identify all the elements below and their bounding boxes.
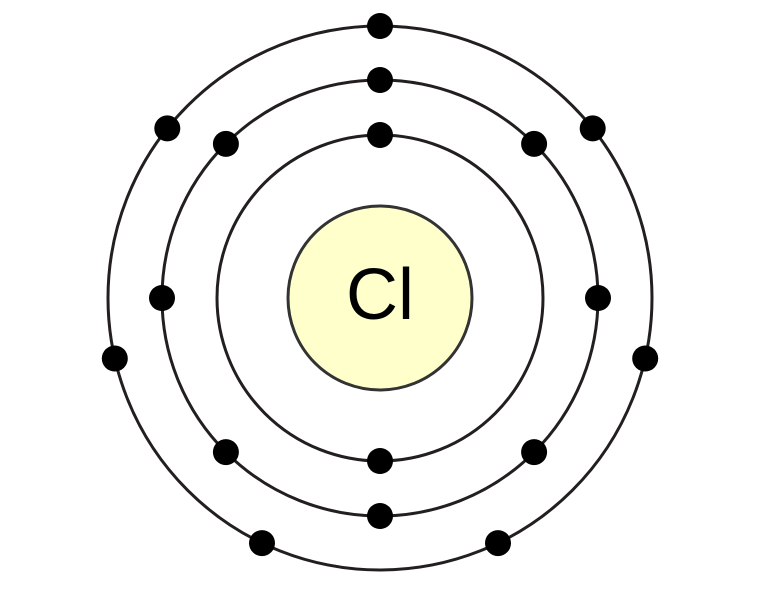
electron-shell-2-7 <box>149 285 175 311</box>
electron-shell-2-8 <box>212 130 239 157</box>
electron-shell-3-5 <box>249 530 275 557</box>
electron-shell-3-4 <box>485 530 511 557</box>
electron-shell-1-1 <box>367 122 393 148</box>
element-symbol: Cl <box>346 255 414 335</box>
electron-shell-2-2 <box>521 130 548 157</box>
nucleus <box>286 204 474 392</box>
electrons <box>101 13 659 557</box>
electron-shell-3-6 <box>101 345 128 372</box>
electron-shell-1-2 <box>367 448 393 474</box>
electron-shell-2-4 <box>521 439 548 466</box>
electron-shell-2-1 <box>367 67 393 93</box>
electron-shell-3-7 <box>154 115 181 142</box>
electron-shell-3-3 <box>632 345 659 372</box>
electron-shell-3-1 <box>367 13 393 39</box>
electron-shell-2-5 <box>367 503 393 529</box>
electron-shell-2-6 <box>212 439 239 466</box>
electron-shell-2-3 <box>585 285 611 311</box>
electron-shell-3-2 <box>579 115 606 142</box>
